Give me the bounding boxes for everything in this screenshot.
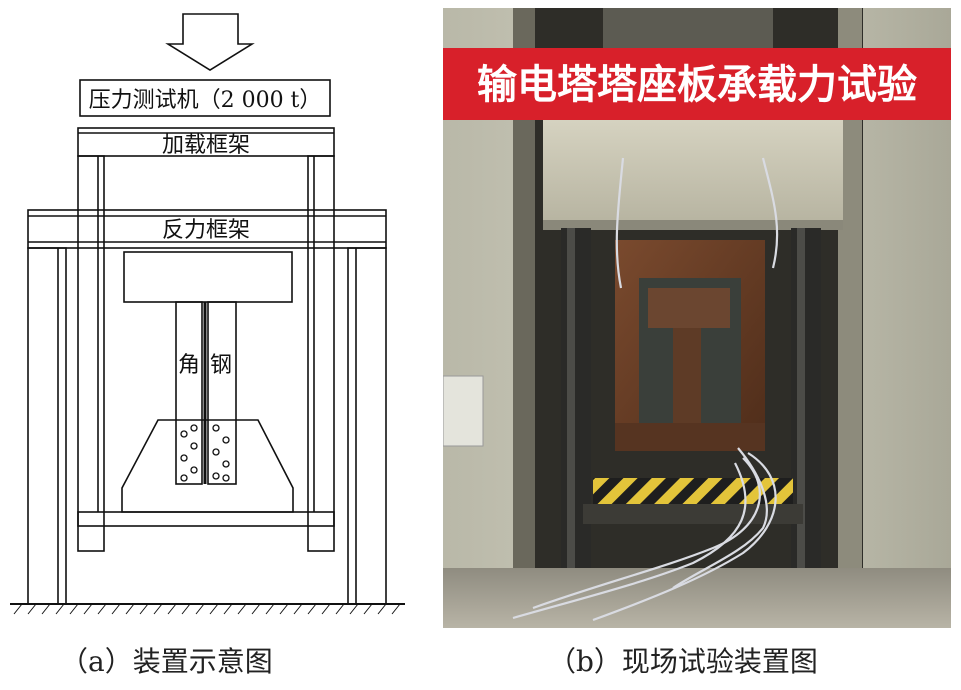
angle-steel-left	[175, 301, 203, 485]
reaction-frame-right-column	[347, 247, 387, 605]
loading-block	[123, 251, 293, 303]
loading-frame-label: 加载框架	[162, 133, 250, 158]
sensor-cables	[512, 157, 779, 622]
reaction-frame-left-column	[27, 247, 67, 605]
test-banner	[443, 48, 951, 120]
apparatus-schematic: 压力测试机（2 000 t） 加载框架 反力框架 角 钢	[10, 13, 405, 615]
electrical-box	[443, 375, 484, 447]
banner-text: 输电塔塔座板承载力试验	[477, 61, 917, 108]
press-machine-label: 压力测试机（2 000 t）	[89, 88, 322, 113]
ground-hatch	[13, 603, 401, 615]
loading-frame-right-column	[307, 155, 335, 552]
angle-steel-right	[207, 301, 237, 485]
loading-frame-top-beam	[77, 127, 335, 157]
caption-b: （b）现场试验装置图	[548, 645, 818, 678]
bolt-holes	[180, 424, 230, 482]
reaction-frame-photo	[615, 240, 765, 451]
press-machine-box	[79, 79, 331, 117]
reaction-frame-beam	[27, 209, 387, 249]
load-arrow-icon	[165, 13, 255, 71]
test-site-photo: 输电塔塔座板承载力试验	[443, 8, 951, 628]
base-plate	[77, 511, 335, 527]
caption-a: （a）装置示意图	[60, 645, 273, 678]
loading-frame-left-column	[77, 155, 105, 552]
angle-steel-label-right: 钢	[210, 353, 232, 378]
reaction-frame-label: 反力框架	[162, 218, 250, 243]
press-columns	[561, 228, 821, 588]
press-head	[543, 108, 843, 226]
angle-steel-label-left: 角	[178, 353, 200, 378]
